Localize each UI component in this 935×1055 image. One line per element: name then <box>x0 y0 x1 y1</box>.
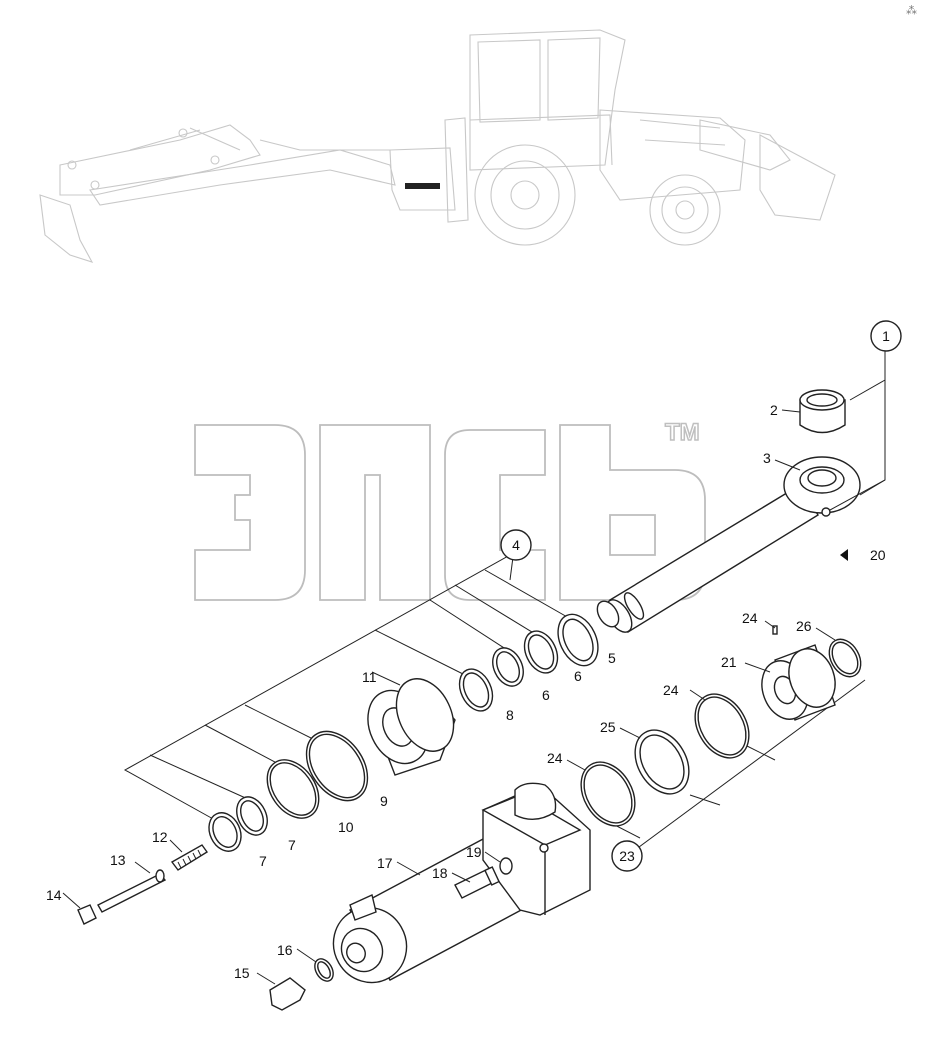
callout-24-middle: 24 <box>663 682 679 698</box>
callout-11: 11 <box>362 669 377 685</box>
callout-16: 16 <box>277 942 293 958</box>
callout-6-lower: 6 <box>542 687 550 703</box>
watermark-logo: TM <box>194 418 706 601</box>
backhoe-loader-illustration <box>39 29 836 263</box>
callout-4: 4 <box>512 537 520 553</box>
callout-5: 5 <box>608 650 616 666</box>
piston-rod-assembly <box>596 350 886 633</box>
callout-labels: 1 2 3 4 5 6 6 7 7 8 9 10 11 12 13 14 15 … <box>46 320 902 981</box>
callout-21: 21 <box>721 654 737 670</box>
callout-10: 10 <box>338 819 354 835</box>
callout-26: 26 <box>796 618 812 634</box>
callout-19: 19 <box>466 844 482 860</box>
callout-7-upper: 7 <box>288 837 296 853</box>
callout-17: 17 <box>377 855 393 871</box>
seal-rings <box>208 613 599 852</box>
callout-9: 9 <box>380 793 388 809</box>
trademark-mark: TM <box>665 419 700 446</box>
callout-6-upper: 6 <box>574 668 582 684</box>
callout-24-bottom: 24 <box>547 750 563 766</box>
callout-12: 12 <box>152 829 168 845</box>
cylinder-barrel <box>269 782 591 1011</box>
callout-1: 1 <box>882 328 890 344</box>
valve-parts <box>77 844 209 925</box>
corner-mark: ⁂ <box>906 5 917 17</box>
callout-24-top: 24 <box>742 610 758 626</box>
callout-7-lower: 7 <box>259 853 267 869</box>
callout-14: 14 <box>46 887 62 903</box>
callout-8: 8 <box>506 707 514 723</box>
callout-15: 15 <box>234 965 250 981</box>
callout-23: 23 <box>619 848 635 864</box>
callout-4-circle <box>500 529 532 561</box>
callout-2: 2 <box>770 402 778 418</box>
callout-13: 13 <box>110 852 126 868</box>
callout-3: 3 <box>763 450 771 466</box>
cylinder-head-assembly <box>580 625 866 851</box>
callout-18: 18 <box>432 865 448 881</box>
callout-1-circle <box>870 320 902 352</box>
callout-25: 25 <box>600 719 616 735</box>
callout-20: 20 <box>870 547 886 563</box>
callout-leaders <box>62 409 836 985</box>
callout-23-circle <box>611 840 643 872</box>
